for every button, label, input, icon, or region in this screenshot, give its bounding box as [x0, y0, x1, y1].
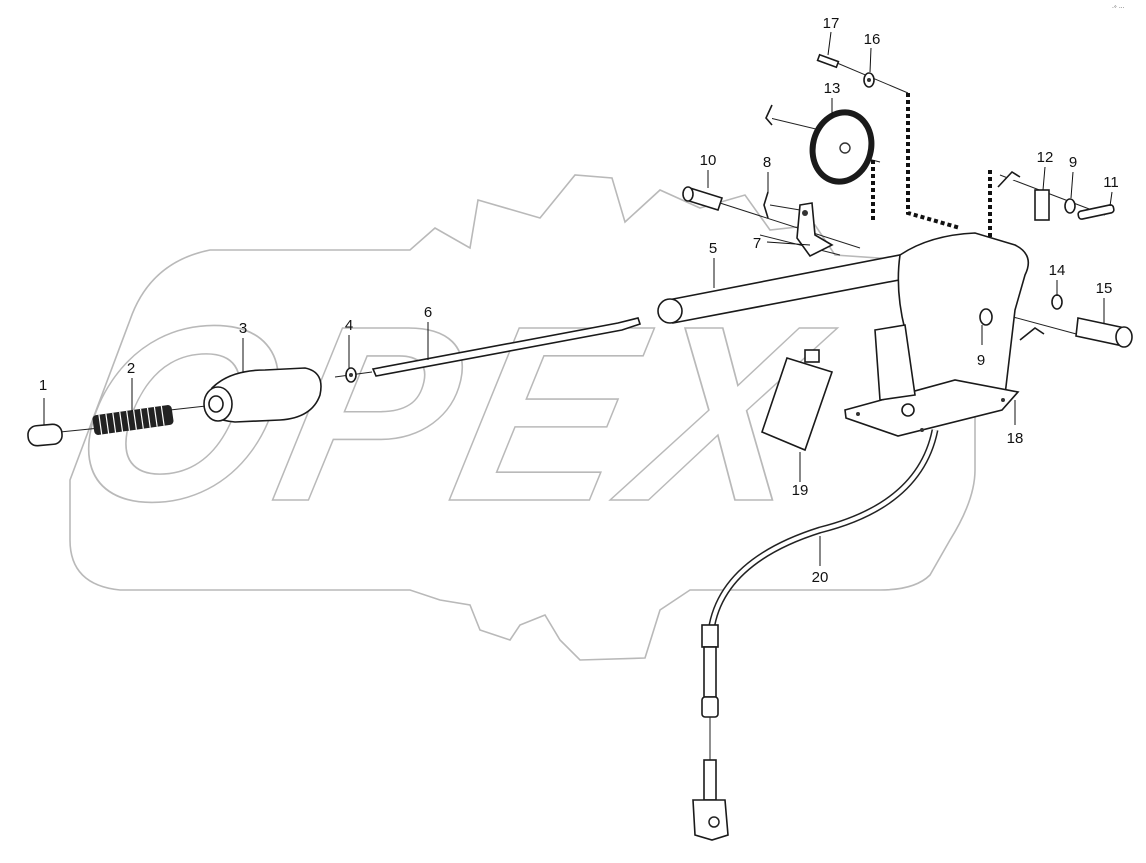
part-2-spring [92, 405, 174, 435]
callout-12: 12 [1037, 149, 1054, 166]
callout-9-upper: 9 [1069, 154, 1077, 171]
part-9-washer-lower [979, 308, 993, 326]
watermark-logo: OPEX [52, 174, 976, 661]
part-13-gear [809, 109, 875, 185]
part-20-cable [692, 429, 939, 841]
callout-6: 6 [424, 304, 432, 321]
part-13-clip [765, 104, 773, 126]
callout-19: 19 [792, 482, 809, 499]
callout-18: 18 [1007, 430, 1024, 447]
callout-14: 14 [1049, 262, 1066, 279]
callout-13: 13 [824, 80, 841, 97]
part-6-rod [371, 317, 642, 377]
part-1-end-cap [27, 423, 63, 447]
callout-2: 2 [127, 360, 135, 377]
part-10-pin [682, 186, 724, 211]
callout-17: 17 [823, 15, 840, 32]
callout-11: 11 [1103, 174, 1119, 191]
part-18-pedestal [844, 232, 1030, 437]
callout-9-lower: 9 [977, 352, 985, 369]
part-cotter-pin-upper [997, 170, 1021, 188]
callout-4: 4 [345, 317, 353, 334]
callout-1: 1 [39, 377, 47, 394]
part-14-washer [1051, 294, 1063, 310]
part-9-washer-upper [1064, 198, 1076, 214]
callout-numbers: 1 2 3 4 5 6 7 8 9 9 10 11 12 13 14 15 16… [39, 15, 1119, 586]
part-8-clip [763, 191, 769, 219]
part-17-bolt [816, 53, 840, 69]
callout-3: 3 [239, 320, 247, 337]
part-4-washer [345, 367, 357, 383]
part-19-switch [761, 349, 834, 452]
callout-20: 20 [812, 569, 829, 586]
part-12-sleeve [1034, 189, 1050, 221]
callout-leaders [43, 31, 1113, 566]
callout-7: 7 [753, 235, 761, 252]
part-cotter-pin-lower [1019, 327, 1045, 341]
corner-mark: ·° ··· [1112, 5, 1125, 12]
part-15-pin [1075, 317, 1133, 348]
callout-8: 8 [763, 154, 771, 171]
part-16-washer [863, 72, 875, 88]
callout-5: 5 [709, 240, 717, 257]
callout-15: 15 [1096, 280, 1113, 297]
part-3-knob [203, 367, 322, 423]
callout-16: 16 [864, 31, 881, 48]
part-11-bolt [1077, 204, 1115, 220]
callout-10: 10 [700, 152, 717, 169]
part-7-bracket [796, 202, 834, 258]
watermark-text: OPEX [52, 274, 849, 554]
